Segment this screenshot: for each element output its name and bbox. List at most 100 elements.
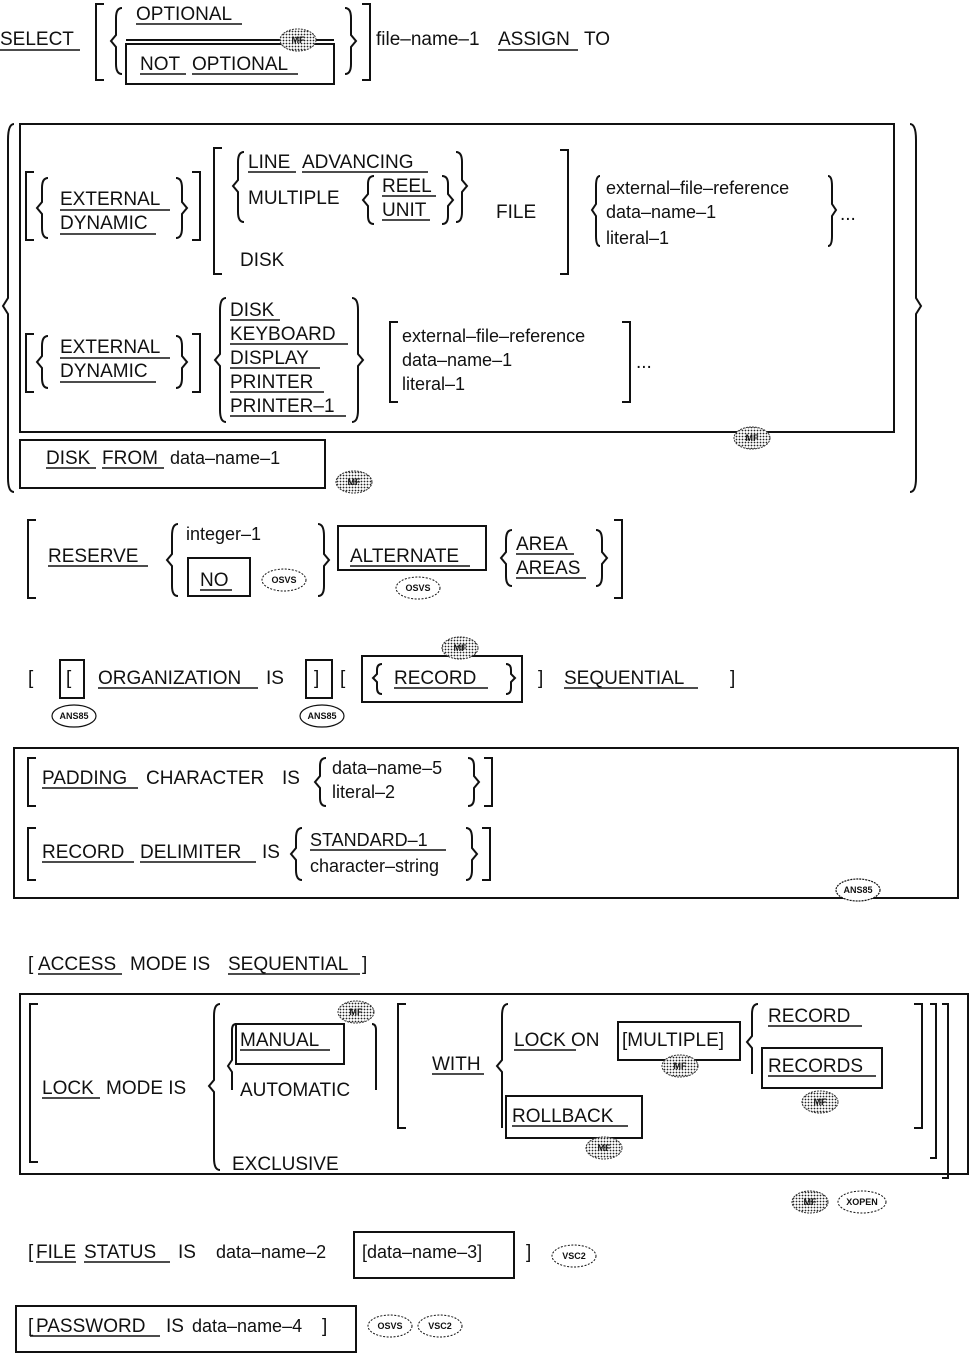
osvs-badge: OSVS [261,568,307,592]
alternate-keyword: ALTERNATE [350,546,459,567]
multiple-keyword: MULTIPLE [248,188,340,209]
data-name-3: [data–name–3] [362,1242,482,1262]
mf-badge: MF [733,426,771,450]
data-name-5: data–name–5 [332,758,442,778]
svg-text:ANS85: ANS85 [59,711,88,721]
character-keyword: CHARACTER [146,768,264,789]
file-status-open: [ [28,1242,34,1263]
lock-mode-is: MODE IS [106,1078,186,1099]
to-keyword: TO [584,29,610,50]
access-keyword: ACCESS [38,954,116,975]
literal-1-2: literal–1 [402,374,465,394]
mf-badge: MF [335,470,373,494]
org-close-bracket: ] [730,668,735,689]
dynamic-keyword-2: DYNAMIC [60,361,148,382]
svg-text:MF: MF [598,1143,611,1153]
svg-text:VSC2: VSC2 [428,1321,452,1331]
data-name-2: data–name–2 [216,1242,326,1262]
password-is: IS [166,1316,184,1337]
select-keyword: SELECT [0,29,74,50]
password-box [15,1305,357,1353]
data-name-4: data–name–4 [192,1316,302,1336]
multiple-keyword-2: [MULTIPLE] [622,1030,724,1051]
access-open: [ [28,954,34,975]
password-close: ] [322,1316,327,1337]
status-keyword: STATUS [84,1242,156,1263]
file-status-is: IS [178,1242,196,1263]
standard-1: STANDARD–1 [310,830,428,850]
organization-keyword: ORGANIZATION [98,668,241,689]
from-keyword: FROM [102,448,158,469]
svg-text:OSVS: OSVS [405,583,430,593]
svg-text:MF: MF [746,433,759,443]
svg-text:ANS85: ANS85 [307,711,336,721]
unit-keyword: UNIT [382,200,427,221]
ans85-badge: ANS85 [51,704,97,728]
record-keyword-3: RECORD [768,1006,850,1027]
password-keyword: PASSWORD [36,1316,145,1337]
exclusive-keyword: EXCLUSIVE [232,1154,339,1175]
reel-keyword: REEL [382,176,432,197]
no-keyword: NO [200,570,229,591]
external-file-reference: external–file–reference [606,178,789,198]
org-bracket-left: [ [66,668,72,689]
rollback-keyword: ROLLBACK [512,1106,614,1127]
sequential-keyword: SEQUENTIAL [564,668,684,689]
device-printer: PRINTER [230,372,313,393]
external-keyword: EXTERNAL [60,189,160,210]
device-printer-1: PRINTER–1 [230,396,335,417]
svg-text:ANS85: ANS85 [843,885,872,895]
svg-text:MF: MF [674,1061,687,1071]
ans85-badge: ANS85 [835,878,881,902]
reserve-keyword: RESERVE [48,546,138,567]
literal-1: literal–1 [606,228,669,248]
line-keyword: LINE [248,152,290,173]
external-keyword-2: EXTERNAL [60,337,160,358]
access-mode-is: MODE IS [130,954,210,975]
ans85-block [13,747,959,899]
data-name-1-3: data–name–1 [170,448,280,468]
optional-keyword: OPTIONAL [136,4,232,25]
automatic-keyword: AUTOMATIC [240,1080,350,1101]
assign-block [1,123,923,493]
svg-text:VSC2: VSC2 [562,1251,586,1261]
file-status-close: ] [526,1242,531,1263]
file-name-1: file–name–1 [376,29,480,50]
disk-keyword-2: DISK [46,448,91,469]
record-keyword: RECORD [394,668,476,689]
mf-badge: MF [585,1136,623,1160]
reserve-clause [27,519,623,599]
mf-badge: MF [661,1054,699,1078]
device-display: DISPLAY [230,348,309,369]
svg-text:MF: MF [814,1097,827,1107]
manual-keyword: MANUAL [240,1030,319,1051]
with-keyword: WITH [432,1054,481,1075]
svg-text:MF: MF [804,1197,817,1207]
svg-text:MF: MF [292,35,305,45]
org-bracket-right: ] [314,668,319,689]
osvs-badge: OSVS [395,576,441,600]
disk-keyword: DISK [240,250,285,271]
advancing-keyword: ADVANCING [302,152,414,173]
org-close-inner: ] [538,668,543,689]
vsc2-badge: VSC2 [551,1244,597,1268]
password-open: [ [28,1316,34,1337]
svg-text:MF: MF [348,477,361,487]
osvs-badge: OSVS [367,1314,413,1338]
svg-text:XOPEN: XOPEN [846,1197,878,1207]
literal-2: literal–2 [332,782,395,802]
ans85-badge: ANS85 [299,704,345,728]
file-keyword-2: FILE [36,1242,76,1263]
record-keyword-2: RECORD [42,842,124,863]
data-name-1-2: data–name–1 [402,350,512,370]
dynamic-keyword: DYNAMIC [60,213,148,234]
delimiter-keyword: DELIMITER [140,842,241,863]
access-sequential: SEQUENTIAL [228,954,348,975]
areas-keyword: AREAS [516,558,580,579]
records-keyword: RECORDS [768,1056,863,1077]
svg-text:MF: MF [350,1007,363,1017]
file-keyword: FILE [496,202,536,223]
access-close: ] [362,954,367,975]
assign-keyword: ASSIGN [498,29,570,50]
